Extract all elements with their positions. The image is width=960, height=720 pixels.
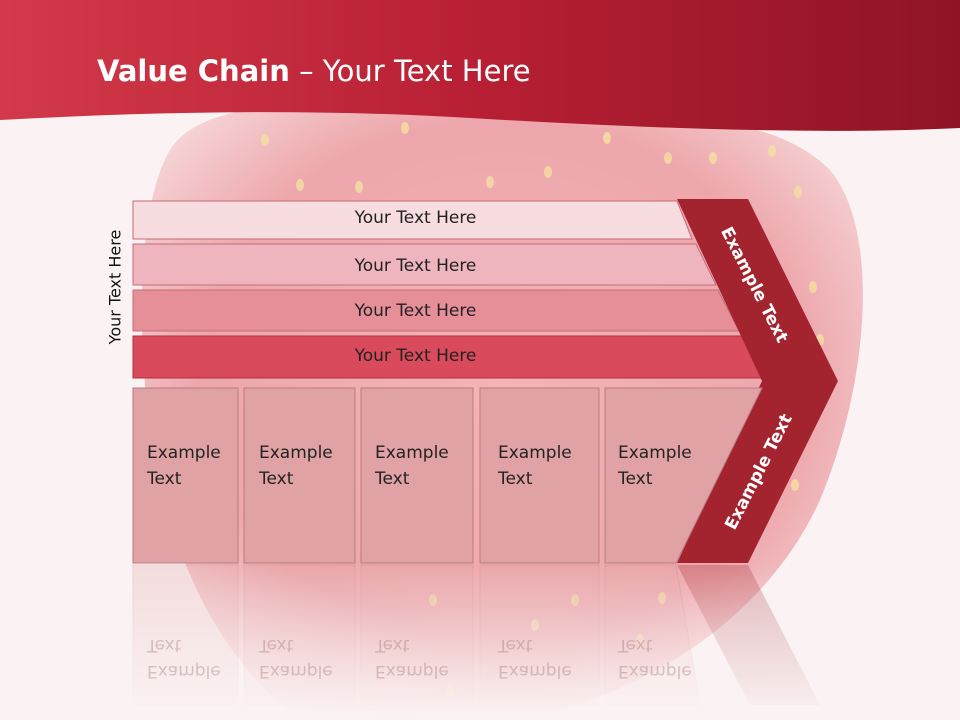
- reflection-text-1-line2: Text: [147, 635, 182, 655]
- bar-label-3: Your Text Here: [354, 301, 477, 321]
- reflection-text-5: Example Text: [618, 632, 692, 684]
- reflection-text-4-line1: Example: [498, 661, 572, 681]
- reflection-text-3-line1: Example: [375, 661, 449, 681]
- box-4: [479, 387, 600, 564]
- bar-label-4: Your Text Here: [354, 346, 477, 366]
- bar-1: [132, 200, 693, 240]
- reflection-text-4: Example Text: [498, 632, 572, 684]
- title-bold: Value Chain: [97, 54, 290, 88]
- box-3: [360, 387, 474, 564]
- reflection-text-1: Example Text: [147, 632, 221, 684]
- reflection-text-2: Example Text: [259, 632, 333, 684]
- box-2: [243, 387, 356, 564]
- reflection-text-4-line2: Text: [498, 635, 533, 655]
- side-label: Your Text Here: [105, 229, 125, 345]
- reflection-text-3: Example Text: [375, 632, 449, 684]
- bar-label-1: Your Text Here: [354, 208, 477, 228]
- box-label-5-line2: Text: [618, 469, 653, 489]
- box-label-3-line1: Example: [375, 443, 449, 463]
- reflection-text-5-line2: Text: [618, 635, 653, 655]
- box-5: [604, 387, 763, 564]
- box-label-1-line2: Text: [147, 469, 182, 489]
- box-label-2-line1: Example: [259, 443, 333, 463]
- reflection-fade: [120, 565, 840, 720]
- box-label-4-line1: Example: [498, 443, 572, 463]
- box-label-1-line1: Example: [147, 443, 221, 463]
- box-1: [132, 387, 239, 564]
- bar-2: [132, 243, 717, 286]
- reflection-text-1-line1: Example: [147, 661, 221, 681]
- header-band: [0, 0, 960, 131]
- reflection-text-2-line1: Example: [259, 661, 333, 681]
- reflection-text-5-line1: Example: [618, 661, 692, 681]
- slide-title: Value Chain – Your Text Here: [97, 54, 531, 88]
- box-label-5-line1: Example: [618, 443, 692, 463]
- reflection-text-3-line2: Text: [375, 635, 410, 655]
- box-label-3-line2: Text: [375, 469, 410, 489]
- chevron-arrow: [677, 199, 838, 563]
- box-label-4-line2: Text: [498, 469, 533, 489]
- box-label-2-line2: Text: [259, 469, 294, 489]
- reflection-text-2-line2: Text: [259, 635, 294, 655]
- bar-label-2: Your Text Here: [354, 256, 477, 276]
- title-rest: – Your Text Here: [289, 54, 531, 88]
